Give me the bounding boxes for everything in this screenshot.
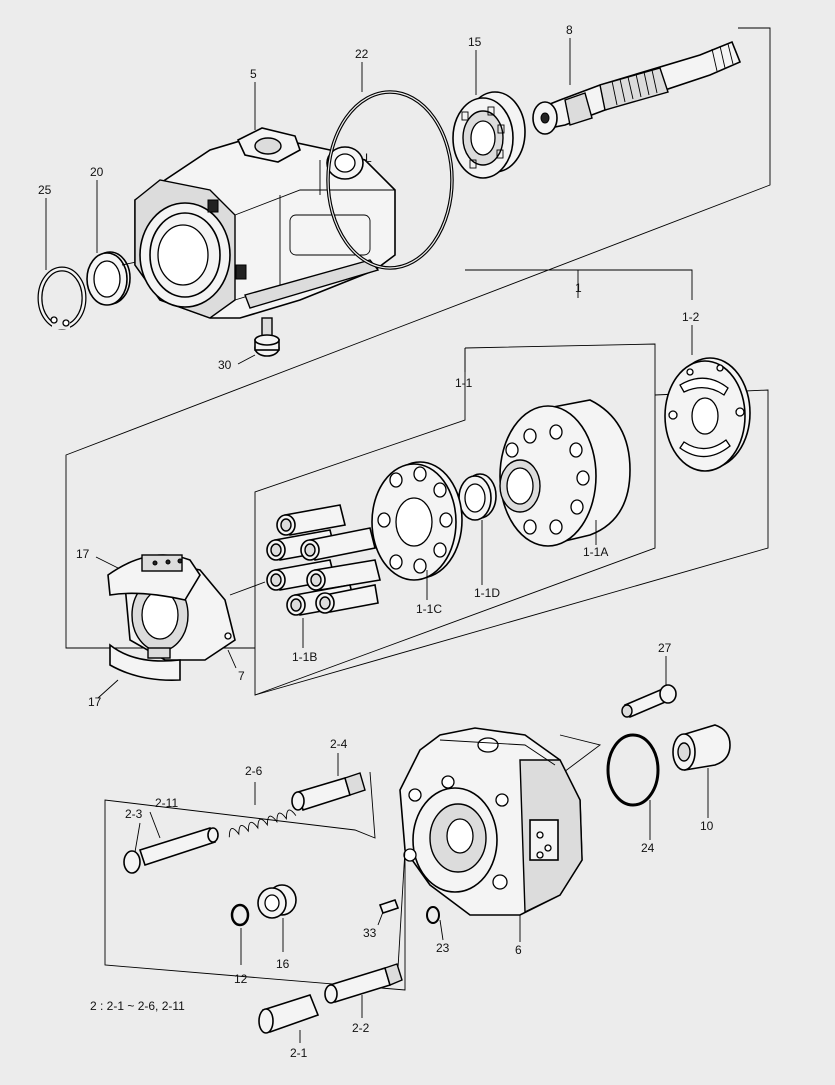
part-15-bearing (452, 91, 526, 179)
part-22-o-ring (326, 90, 454, 270)
label-1-1C: 1-1C (416, 602, 442, 616)
part-25-snap-ring (37, 266, 87, 330)
label-6: 6 (515, 943, 522, 957)
label-27: 27 (658, 641, 672, 655)
label-17-upper: 17 (76, 547, 90, 561)
label-23: 23 (436, 941, 450, 955)
part-2-4-sleeve (291, 772, 366, 812)
part-2-11-spool (123, 827, 219, 874)
label-25: 25 (38, 183, 52, 197)
frame-top-assembly (65, 27, 771, 649)
part-20-oil-seal (86, 251, 131, 306)
part-6-valve-cover (399, 727, 583, 916)
part-2-6-spring (228, 809, 297, 838)
label-2-11: 2-11 (155, 796, 178, 810)
label-24: 24 (641, 841, 655, 855)
label-20: 20 (90, 165, 104, 179)
label-2-4: 2-4 (330, 737, 348, 751)
part-33-pin (378, 898, 400, 915)
label-15: 15 (468, 35, 482, 49)
label-2-2: 2-2 (352, 1021, 370, 1035)
part-17-shoe-plate-lower (109, 643, 181, 682)
label-10: 10 (700, 819, 714, 833)
part-1-2-valve-plate (664, 357, 751, 472)
label-17-lower: 17 (88, 695, 102, 709)
callout-labels: 5 22 15 8 20 25 30 1 1-2 1-1 17 17 7 1-1… (38, 23, 714, 1060)
part-5-pump-housing: L (134, 127, 396, 319)
label-30: 30 (218, 358, 232, 372)
label-2-3: 2-3 (125, 807, 143, 821)
label-1-1: 1-1 (455, 376, 473, 390)
label-1: 1 (575, 281, 582, 295)
part-23-o-ring (426, 906, 440, 924)
part-8-drive-shaft (532, 40, 742, 135)
part-2-1-plug (258, 994, 320, 1034)
label-1-1A: 1-1A (583, 545, 608, 559)
svg-text:L: L (365, 151, 372, 165)
frame-group-1 (465, 269, 693, 300)
group-note: 2 : 2-1 ~ 2-6, 2-11 (90, 999, 185, 1013)
label-5: 5 (250, 67, 257, 81)
label-8: 8 (566, 23, 573, 37)
part-2-2-plunger (324, 963, 403, 1004)
part-17-shoe-plate-upper (107, 554, 201, 601)
part-12-snap-ring (230, 903, 250, 927)
part-1-1A-cylinder-block (499, 399, 631, 547)
label-1-1D: 1-1D (474, 586, 500, 600)
label-16: 16 (276, 957, 290, 971)
part-10-plug-cap (672, 724, 731, 771)
label-1-2: 1-2 (682, 310, 700, 324)
part-30-plug (254, 317, 280, 357)
part-1-1D-spherical-bushing (458, 473, 497, 521)
label-1-1B: 1-1B (292, 650, 317, 664)
label-2-6: 2-6 (245, 764, 263, 778)
label-33: 33 (363, 926, 377, 940)
part-16-bearing-ring (257, 884, 297, 919)
part-24-o-ring (606, 733, 660, 807)
label-12: 12 (234, 972, 248, 986)
part-1-1C-retainer-plate (371, 461, 463, 581)
part-1-1B-piston-assembly (266, 504, 381, 616)
label-7: 7 (238, 669, 245, 683)
part-27-bolt (621, 684, 677, 719)
label-2-1: 2-1 (290, 1046, 308, 1060)
label-22: 22 (355, 47, 369, 61)
